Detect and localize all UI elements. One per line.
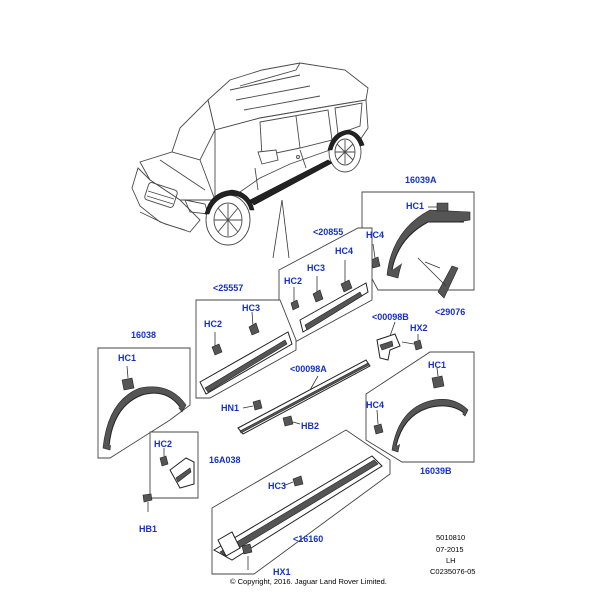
callout-hb1: HB1 xyxy=(139,524,157,534)
group-00098A xyxy=(237,359,371,435)
callout-hc1: HC1 xyxy=(118,353,136,363)
callout-16038: 16038 xyxy=(131,330,156,340)
group-16038 xyxy=(97,347,191,459)
vehicle-illustration xyxy=(131,62,369,246)
callout-00098B: <00098B xyxy=(372,312,409,322)
callout-hx2: HX2 xyxy=(410,323,428,333)
callout-hc1: HC1 xyxy=(406,201,424,211)
group-16039B xyxy=(365,351,475,463)
callout-16039B: 16039B xyxy=(420,466,452,476)
callout-hc1: HC1 xyxy=(428,360,446,370)
callout-16039A: 16039A xyxy=(405,175,437,185)
callout-25557: <25557 xyxy=(213,283,243,293)
callout-hx1: HX1 xyxy=(273,567,291,577)
group-16160 xyxy=(211,429,391,575)
callout-hn1: HN1 xyxy=(221,403,239,413)
callout-hc2: HC2 xyxy=(284,276,302,286)
callout-20855: <20855 xyxy=(313,227,343,237)
callout-hc3: HC3 xyxy=(242,303,260,313)
callout-29076: <29076 xyxy=(435,307,465,317)
diagram-code: 5010810 xyxy=(436,533,465,542)
callout-16A038: 16A038 xyxy=(209,455,241,465)
callout-hc3: HC3 xyxy=(307,263,325,273)
callout-hb2: HB2 xyxy=(301,421,319,431)
group-00098B xyxy=(376,321,423,361)
group-16039A xyxy=(361,191,475,299)
callout-hc2: HC2 xyxy=(154,439,172,449)
diagram-reference: C0235076-05 xyxy=(430,567,475,576)
group-25557 xyxy=(195,299,297,399)
diagram-date: 07-2015 xyxy=(436,545,464,554)
diagram-side: LH xyxy=(446,556,456,565)
group-16A038 xyxy=(142,431,199,512)
callout-hc4: HC4 xyxy=(366,400,384,410)
leader-line xyxy=(281,199,290,259)
callout-hc4: HC4 xyxy=(366,230,384,240)
copyright-text: © Copyright, 2016. Jaguar Land Rover Lim… xyxy=(230,577,387,586)
callout-hc2: HC2 xyxy=(204,319,222,329)
leader-line xyxy=(272,199,283,259)
callout-16160: <16160 xyxy=(293,534,323,544)
callout-00098A: <00098A xyxy=(290,364,327,374)
callout-hc4: HC4 xyxy=(335,246,353,256)
callout-hc3: HC3 xyxy=(268,481,286,491)
group-20855 xyxy=(278,227,373,343)
